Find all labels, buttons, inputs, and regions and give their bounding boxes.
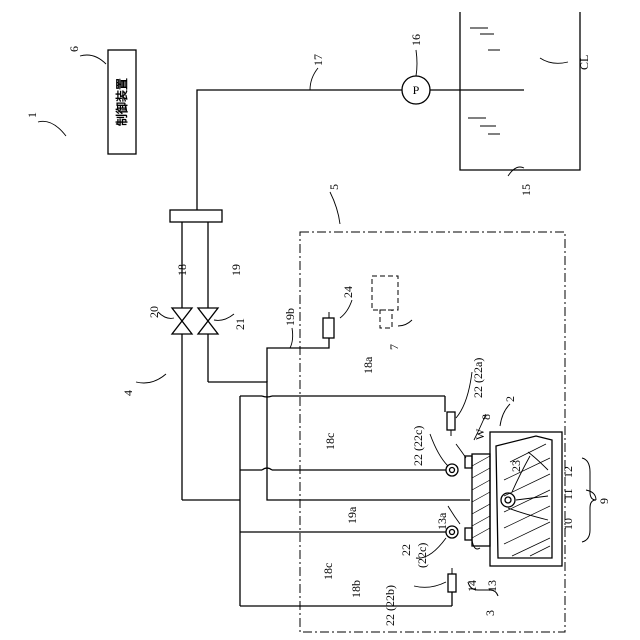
pipe-19 [208, 222, 240, 382]
label-19a: 19a [345, 506, 359, 524]
label-3: 3 [483, 610, 497, 616]
label-22-22b: 22 (22b) [383, 585, 397, 626]
label-22c-lower: (22c) [415, 543, 429, 568]
label-24: 24 [341, 286, 355, 298]
label-20: 20 [147, 306, 161, 318]
label-cl: CL [577, 55, 591, 70]
valve-20 [172, 308, 192, 334]
label-13a: 13a [435, 512, 449, 530]
pipe-18 [182, 222, 240, 500]
label-10: 10 [561, 518, 575, 530]
label-11: 11 [561, 488, 575, 500]
manifold-block [170, 210, 222, 222]
leader-lines [38, 50, 596, 587]
label-9: 9 [597, 498, 611, 504]
label-22-22a: 22 (22a) [471, 358, 485, 398]
fixture-plate-13 [472, 454, 490, 546]
control-device-label: 制御装置 [114, 78, 129, 126]
label-18c-bottom: 18c [321, 563, 335, 580]
label-4: 4 [121, 390, 135, 396]
label-12: 12 [561, 466, 575, 478]
label-19: 19 [229, 264, 243, 276]
label-18c-top: 18c [323, 433, 337, 450]
label-18: 18 [175, 264, 189, 276]
label-23: 23 [509, 460, 523, 472]
label-2: 2 [503, 396, 517, 402]
label-1: 1 [25, 112, 39, 118]
label-22-22c-upper: 22 (22c) [411, 426, 425, 466]
label-14: 14 [465, 580, 479, 592]
label-w: W [473, 428, 487, 440]
label-6: 6 [67, 46, 81, 52]
label-19b: 19b [283, 308, 297, 326]
bolt-23 [501, 493, 515, 507]
label-15: 15 [519, 184, 533, 196]
label-18b: 18b [349, 580, 363, 598]
pump-symbol: P [413, 83, 420, 97]
coolant-tank [460, 12, 580, 170]
nozzle-24 [323, 312, 334, 338]
label-17: 17 [311, 54, 325, 66]
label-5: 5 [327, 184, 341, 190]
label-22-lower: 22 [399, 544, 413, 556]
label-7: 7 [387, 344, 401, 350]
pipe-17 [197, 90, 524, 210]
locating-pin-lower [465, 528, 472, 540]
label-16: 16 [409, 34, 423, 46]
label-21: 21 [233, 318, 247, 330]
robot-7 [372, 276, 398, 328]
label-8: 8 [479, 414, 493, 420]
branch-pipes [240, 338, 470, 606]
label-13: 13 [485, 580, 499, 592]
bracket-9 [582, 458, 596, 542]
nozzle-22a [447, 412, 455, 436]
valve-21 [198, 308, 218, 334]
pump: P [402, 76, 430, 104]
label-18a: 18a [361, 356, 375, 374]
nozzle-22b [448, 568, 456, 592]
reference-labels: 1 6 4 5 15 CL 16 17 18 19 20 21 24 19b 7… [25, 34, 611, 626]
